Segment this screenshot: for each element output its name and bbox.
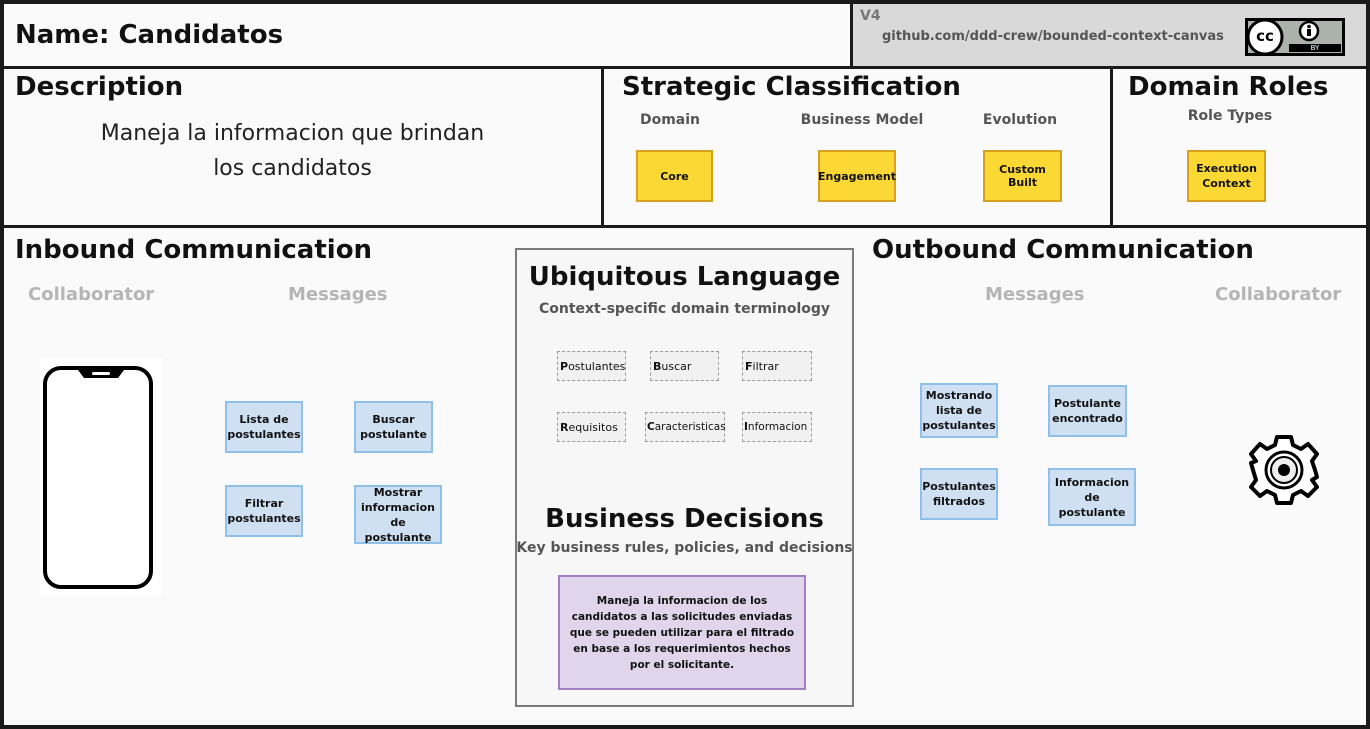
strategic-title: Strategic Classification	[622, 72, 961, 102]
description-text-line1: Maneja la informacion que brindan	[100, 121, 485, 146]
evolution-label: Evolution	[982, 112, 1058, 128]
role-types-label: Role Types	[1187, 108, 1273, 124]
divider-name-info	[850, 4, 853, 67]
divider-strategic-roles	[1110, 67, 1113, 227]
divider-header	[4, 66, 1366, 69]
outbound-collaborator-label: Collaborator	[1215, 284, 1342, 305]
domain-label: Domain	[639, 112, 701, 128]
outbound-messages-label: Messages	[985, 284, 1085, 305]
outbound-message-sticky: Informacion de postulante	[1048, 468, 1136, 526]
ubiquitous-subtitle: Context-specific domain terminology	[538, 301, 831, 317]
domain-sticky: Core	[636, 150, 713, 202]
domain-roles-title: Domain Roles	[1128, 72, 1329, 102]
divider-desc-strategic	[601, 67, 604, 227]
business-model-label: Business Model	[800, 112, 924, 128]
business-decision-sticky: Maneja la informacion de los candidatos …	[558, 575, 806, 690]
inbound-message-sticky: Filtrar postulantes	[225, 485, 303, 537]
cc-label: cc	[1256, 27, 1274, 45]
business-model-sticky: Engagement	[818, 150, 896, 202]
ubiquitous-title: Ubiquitous Language	[528, 262, 841, 292]
gear-icon	[1246, 432, 1322, 508]
outbound-message-sticky: Mostrando lista de postulantes	[920, 383, 998, 438]
description-text-line2: los candidatos	[213, 156, 372, 181]
evolution-sticky: Custom Built	[983, 150, 1062, 202]
outbound-title: Outbound Communication	[872, 235, 1254, 265]
by-label: BY	[1310, 44, 1320, 52]
inbound-message-sticky: Buscar postulante	[354, 401, 433, 453]
outbound-message-sticky: Postulantes filtrados	[920, 468, 998, 520]
description-title: Description	[15, 72, 184, 102]
business-decisions-title: Business Decisions	[545, 504, 824, 534]
smartphone-icon	[40, 358, 162, 595]
divider-middle	[4, 225, 1366, 228]
github-link[interactable]: github.com/ddd-crew/bounded-context-canv…	[882, 29, 1224, 44]
version-label: V4	[860, 8, 881, 24]
inbound-message-sticky: Mostrar informacion de postulante	[354, 485, 442, 544]
cc-by-license-icon: cc BY	[1245, 18, 1345, 56]
inbound-message-sticky: Lista de postulantes	[225, 401, 303, 453]
business-decisions-subtitle: Key business rules, policies, and decisi…	[516, 540, 853, 556]
context-name: Name: Candidatos	[15, 20, 284, 50]
inbound-title: Inbound Communication	[15, 235, 373, 265]
outbound-message-sticky: Postulante encontrado	[1048, 385, 1127, 437]
inbound-messages-label: Messages	[288, 284, 388, 305]
role-sticky: Execution Context	[1187, 150, 1266, 202]
inbound-collaborator-label: Collaborator	[28, 284, 155, 305]
